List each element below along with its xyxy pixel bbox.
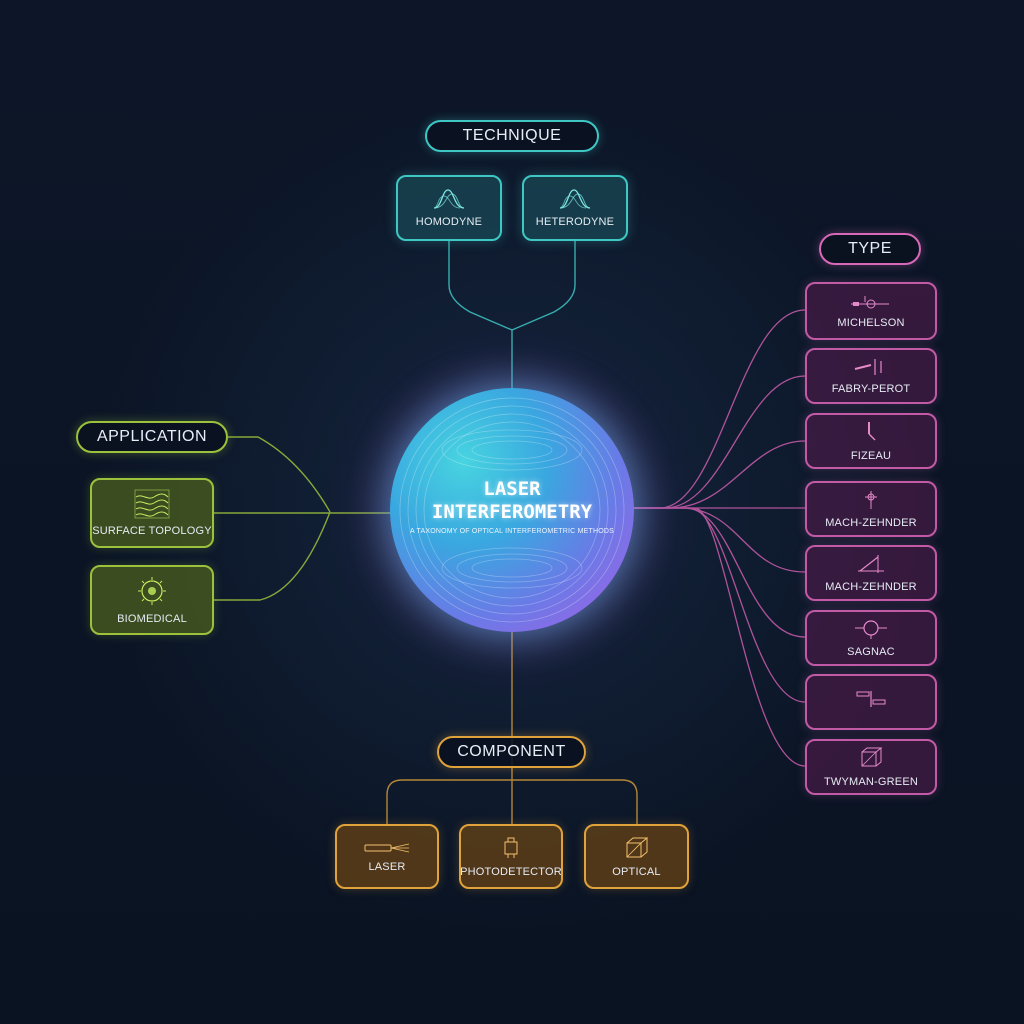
- type-node-sagnac[interactable]: SAGNAC: [805, 610, 937, 666]
- connector-biomedical: [214, 511, 331, 601]
- application-node-biomedical[interactable]: BIOMEDICAL: [90, 565, 214, 635]
- connector-sagnac: [634, 507, 806, 638]
- hub-title-line2: INTERFEROMETRY: [431, 501, 593, 523]
- technique-label-homodyne: HOMODYNE: [415, 216, 483, 228]
- application-heading: APPLICATION: [76, 421, 228, 453]
- connector-twyman-green: [634, 507, 806, 767]
- component-node-laser[interactable]: LASER: [335, 824, 439, 889]
- application-heading-label: APPLICATION: [96, 428, 208, 445]
- connector-homodyne: [448, 240, 513, 390]
- type-label-fabry-perot: FABRY-PEROT: [831, 383, 911, 395]
- connector-plate: [634, 507, 806, 703]
- fabry-perot-setup-icon: [854, 359, 882, 375]
- connector-fabry-perot: [634, 375, 806, 509]
- cube-setup-icon: [861, 747, 883, 767]
- hub-title-line1: LASER: [483, 478, 541, 500]
- connector-heterodyne: [511, 240, 576, 331]
- connector-mach-zehnder-2: [634, 507, 806, 573]
- connector-michelson: [634, 309, 806, 509]
- technique-heading-label: TECHNIQUE: [462, 127, 562, 144]
- optical-cube-icon: [626, 837, 648, 857]
- type-label-mach-zehnder: MACH-ZEHNDER: [825, 517, 917, 529]
- type-heading-label: TYPE: [848, 240, 892, 257]
- type-label-sagnac: SAGNAC: [847, 646, 895, 658]
- component-node-photodetector[interactable]: PHOTODETECTOR: [459, 824, 563, 889]
- beam-splitter-setup-icon: [858, 555, 884, 573]
- technique-label-heterodyne: HETERODYNE: [535, 216, 615, 228]
- type-label-twyman-green: TWYMAN-GREEN: [823, 776, 919, 788]
- mach-zehnder-setup-icon: [865, 491, 877, 509]
- component-node-optical[interactable]: OPTICAL: [584, 824, 689, 889]
- component-heading-label: COMPONENT: [457, 743, 566, 760]
- application-label-biomedical: BIOMEDICAL: [117, 613, 187, 625]
- type-label-michelson: MICHELSON: [837, 317, 905, 329]
- component-label-optical: OPTICAL: [612, 865, 661, 878]
- type-node-fabry-perot[interactable]: FABRY-PEROT: [805, 348, 937, 404]
- fizeau-setup-icon: [868, 422, 876, 441]
- waveform-icon: [433, 189, 465, 209]
- connector-fizeau: [634, 440, 806, 509]
- type-node-fizeau[interactable]: FIZEAU: [805, 413, 937, 469]
- waveform-icon: [559, 189, 591, 209]
- type-heading: TYPE: [819, 233, 921, 265]
- type-node-mach-zehnder-2[interactable]: MACH-ZEHNDER: [805, 545, 937, 601]
- type-node-twyman-green[interactable]: TWYMAN-GREEN: [805, 739, 937, 795]
- cell-icon: [138, 577, 166, 605]
- topography-icon: [134, 489, 170, 519]
- connector-component-branch: [386, 779, 638, 824]
- technique-node-homodyne[interactable]: HOMODYNE: [396, 175, 502, 241]
- type-node-michelson[interactable]: MICHELSON: [805, 282, 937, 340]
- technique-heading: TECHNIQUE: [425, 120, 599, 152]
- application-node-surface-topology[interactable]: SURFACE TOPOLOGY: [90, 478, 214, 548]
- component-label-laser: LASER: [368, 860, 406, 873]
- central-hub: LASER INTERFEROMETRY A TAXONOMY OF OPTIC…: [390, 388, 634, 632]
- fringe-rings-icon: [399, 397, 625, 623]
- hub-title: LASER INTERFEROMETRY: [390, 478, 634, 524]
- type-label-fizeau: FIZEAU: [850, 450, 892, 462]
- sagnac-ring-icon: [855, 620, 887, 639]
- type-label-mach-zehnder-2: MACH-ZEHNDER: [825, 581, 917, 593]
- type-node-mach-zehnder[interactable]: MACH-ZEHNDER: [805, 481, 937, 537]
- application-label-surface-topology: SURFACE TOPOLOGY: [92, 525, 212, 537]
- plate-setup-icon: [856, 691, 886, 707]
- laser-icon: [364, 843, 410, 852]
- component-heading: COMPONENT: [437, 736, 586, 768]
- type-node-unlabeled[interactable]: [805, 674, 937, 730]
- component-label-photodetector: PHOTODETECTOR: [460, 865, 562, 878]
- michelson-setup-icon: [851, 296, 889, 309]
- technique-node-heterodyne[interactable]: HETERODYNE: [522, 175, 628, 241]
- photodetector-icon: [504, 837, 518, 858]
- connector-application-heading: [228, 436, 331, 513]
- hub-subtitle: A TAXONOMY OF OPTICAL INTERFEROMETRIC ME…: [410, 528, 614, 535]
